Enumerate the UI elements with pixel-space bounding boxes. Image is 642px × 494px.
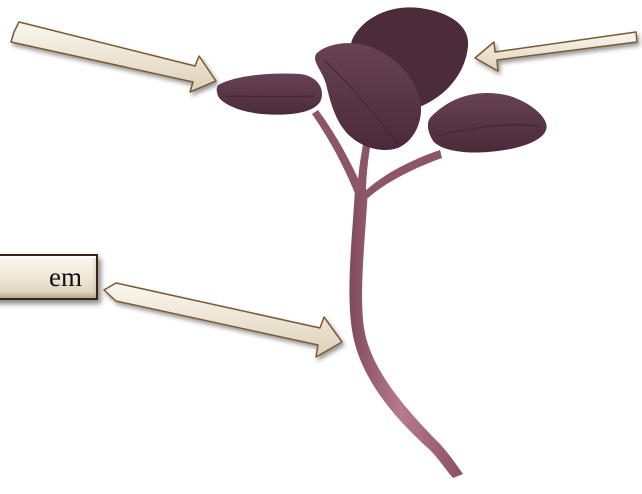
arrow-to-left-leaf <box>11 22 216 92</box>
plant-branch-right <box>362 150 442 198</box>
stem-label-text: em <box>49 264 82 291</box>
arrow-to-top-leaf <box>475 32 637 71</box>
arrow-to-stem <box>104 283 342 357</box>
plant-stem <box>349 190 463 478</box>
plant-leaf-left <box>217 73 322 114</box>
stem-label-box: em <box>0 254 98 300</box>
plant-seedling <box>217 7 547 478</box>
plant-leaf-right <box>428 93 547 153</box>
